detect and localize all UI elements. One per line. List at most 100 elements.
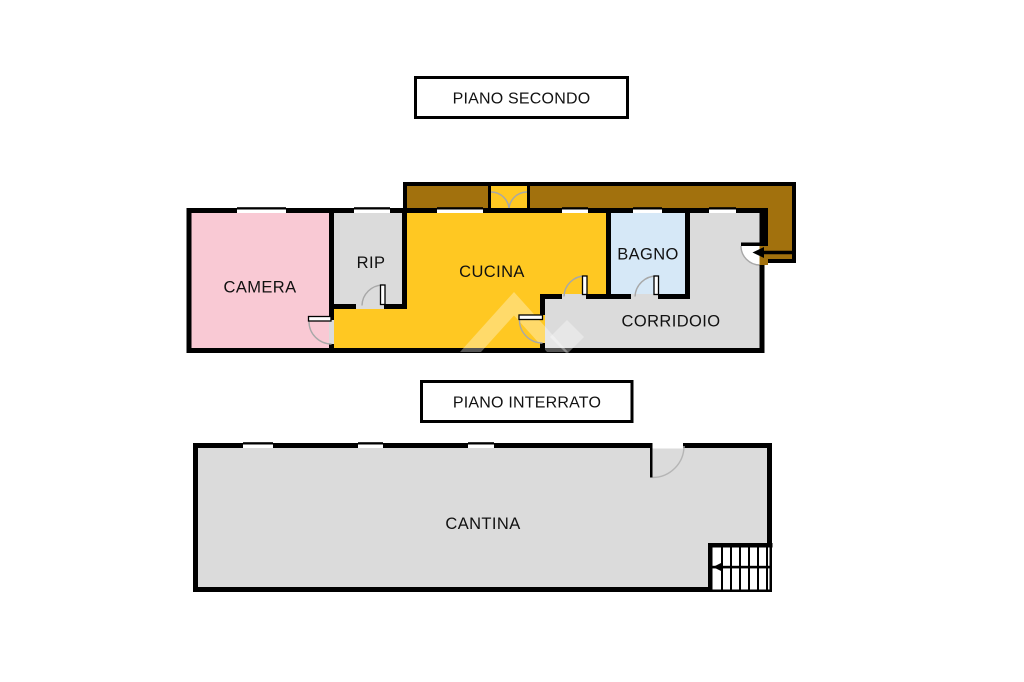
window-cantina-3 <box>468 442 494 448</box>
wall-bagno-bottom-right <box>658 294 690 299</box>
watermark-diamond <box>550 320 584 354</box>
title-box-border <box>420 380 634 423</box>
door-cantina <box>650 442 685 479</box>
wall-cucina-bagno <box>606 210 611 299</box>
wall-rip-bottom-left <box>329 304 356 309</box>
window-line <box>243 442 273 444</box>
stair-border-top <box>708 543 773 548</box>
window-cucina-right <box>562 207 588 213</box>
stair-border-left <box>708 543 713 592</box>
label-corridoio: CORRIDOIO <box>622 313 721 331</box>
window-line <box>562 207 588 209</box>
window-rip <box>354 207 390 213</box>
stair-tread <box>748 547 750 590</box>
label-cucina: CUCINA <box>459 263 525 281</box>
double-door-jamb-right <box>527 186 530 211</box>
interior-walls <box>329 210 690 351</box>
stair-tread <box>766 547 768 590</box>
stair-tread <box>721 547 723 590</box>
window-gap <box>437 209 483 213</box>
stair-tread <box>739 547 741 590</box>
door-cucina-corridoio <box>563 275 588 297</box>
window-gap <box>468 444 494 448</box>
door-cucina-corridoio-lower <box>518 314 544 344</box>
window-gap <box>709 209 736 213</box>
window-gap <box>237 209 286 213</box>
wall-rip-bottom-right <box>384 304 407 309</box>
title-box-piano-interrato: PIANO INTERRATO <box>420 380 634 423</box>
staircase <box>708 543 773 592</box>
door-arc <box>518 319 543 344</box>
window-line <box>354 207 390 209</box>
window-camera <box>237 207 286 213</box>
window-line <box>633 207 662 209</box>
window-bagno <box>633 207 662 213</box>
stair-treads <box>721 547 768 590</box>
window-line <box>468 442 494 444</box>
window-line <box>358 442 383 444</box>
window-line <box>709 207 736 209</box>
window-gap <box>354 209 390 213</box>
room-camera <box>191 213 329 348</box>
door-leaf <box>653 275 660 296</box>
wall-corridoio-top-right <box>586 294 611 299</box>
door-leaf <box>741 242 761 246</box>
double-door-jamb-left <box>488 186 491 211</box>
window-gap <box>633 209 662 213</box>
room-cucina <box>334 213 606 348</box>
lower-floor-windows <box>243 442 494 448</box>
stair-tread <box>730 547 732 590</box>
window-cantina-2 <box>358 442 383 448</box>
door-leaf <box>307 315 332 322</box>
wall-corridoio-top-left <box>540 294 562 299</box>
label-camera: CAMERA <box>224 279 297 297</box>
door-arc <box>308 321 332 345</box>
entrance-arrow-icon <box>752 247 792 258</box>
window-gap <box>243 444 273 448</box>
door-leaf <box>379 284 386 306</box>
wall-bagno-right <box>685 210 690 299</box>
stair-tread <box>757 547 759 590</box>
title-piano-secondo: PIANO SECONDO <box>453 91 591 108</box>
door-leaf <box>581 275 588 296</box>
entrance-door <box>740 242 792 266</box>
window-gap <box>562 209 588 213</box>
title-box-piano-secondo: PIANO SECONDO <box>414 76 629 119</box>
window-cantina-1 <box>243 442 273 448</box>
window-gap <box>358 444 383 448</box>
upper-floor-windows <box>237 207 736 213</box>
title-box-border <box>414 76 629 119</box>
door-camera <box>307 315 332 345</box>
arrow-shaft <box>712 565 770 569</box>
arrow-head <box>752 247 764 258</box>
door-leaf <box>518 314 544 321</box>
wall-camera-right-upper <box>329 210 334 320</box>
door-arc <box>652 445 685 479</box>
door-bagno <box>634 275 660 297</box>
arrow-head <box>713 562 722 572</box>
door-rip <box>361 284 386 306</box>
wall-corridoio-left-lower <box>540 343 545 351</box>
watermark-chevron <box>460 292 568 352</box>
label-bagno: BAGNO <box>617 246 679 264</box>
entrance-swing-area <box>741 246 760 265</box>
watermark-logo <box>460 292 584 354</box>
wall-bagno-bottom-left <box>606 294 631 299</box>
wall-camera-right-lower <box>329 344 334 351</box>
stair-direction-arrow-icon <box>712 562 770 572</box>
wall-corridoio-left-upper <box>540 294 545 315</box>
room-bagno <box>611 213 685 294</box>
title-piano-interrato: PIANO INTERRATO <box>453 395 601 412</box>
door-opening <box>650 442 683 449</box>
label-rip: RIP <box>357 254 386 272</box>
window-cucina-left <box>437 207 483 213</box>
label-cantina: CANTINA <box>445 515 520 533</box>
upper-floor-doors <box>307 275 660 345</box>
wall-rip-cucina <box>402 210 407 309</box>
door-arc <box>740 245 760 266</box>
door-leaf <box>650 443 653 478</box>
window-line <box>237 207 286 209</box>
window-corridoio <box>709 207 736 213</box>
